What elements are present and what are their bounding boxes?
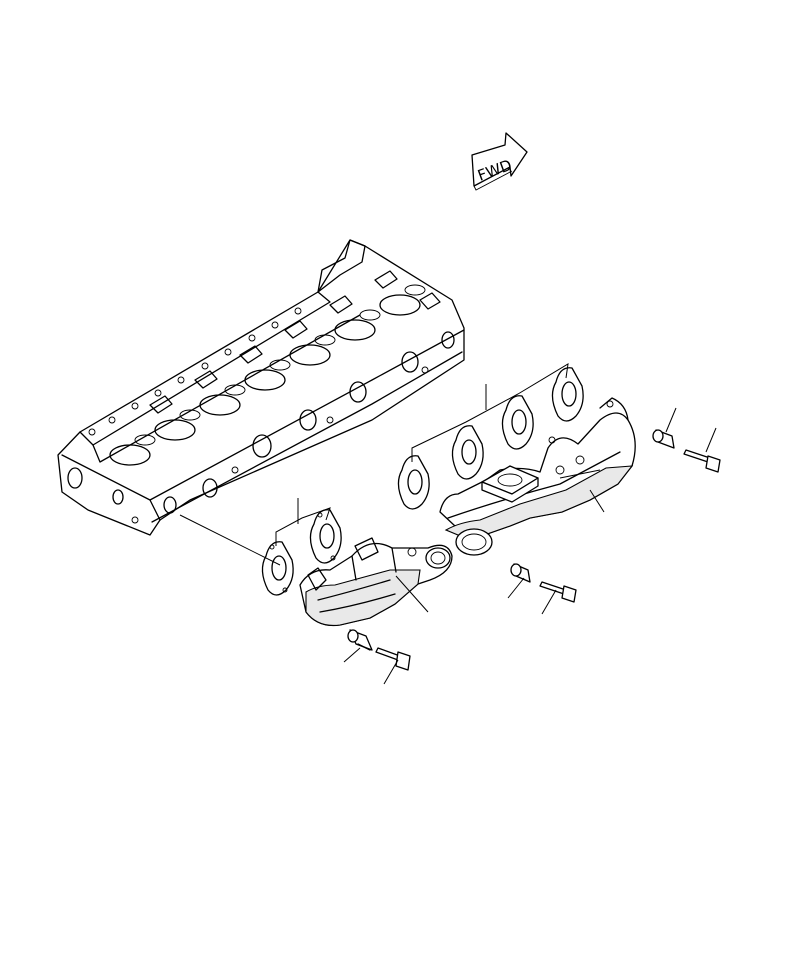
spacer-rear-mid [510, 563, 531, 583]
gasket-rear-1 [397, 455, 430, 510]
front-exhaust-manifold [299, 537, 453, 627]
cylinder-head [57, 239, 465, 536]
valve-cavities [109, 284, 426, 466]
fwd-arrow-icon: FWD [471, 132, 528, 191]
head-bolt-row [88, 307, 302, 436]
rear-exhaust-manifold [439, 397, 636, 556]
bolt-rear-mid [539, 581, 577, 603]
front-manifold-gaskets [261, 509, 342, 596]
gasket-front-2 [309, 509, 342, 564]
gasket-rear-4 [551, 367, 584, 422]
rear-manifold-gaskets [397, 367, 584, 510]
gasket-rear-2 [451, 425, 484, 480]
bolt-rear-end [683, 449, 721, 473]
spacer-front [347, 629, 373, 651]
callout-leader-lines [179, 363, 717, 685]
lifting-lug [317, 239, 366, 293]
gasket-front-1 [261, 541, 294, 596]
exhaust-ports [67, 331, 455, 524]
spacer-rear-end [652, 429, 675, 449]
gasket-rear-3 [501, 395, 534, 450]
cam-towers [149, 270, 441, 414]
bolt-front [375, 647, 411, 671]
